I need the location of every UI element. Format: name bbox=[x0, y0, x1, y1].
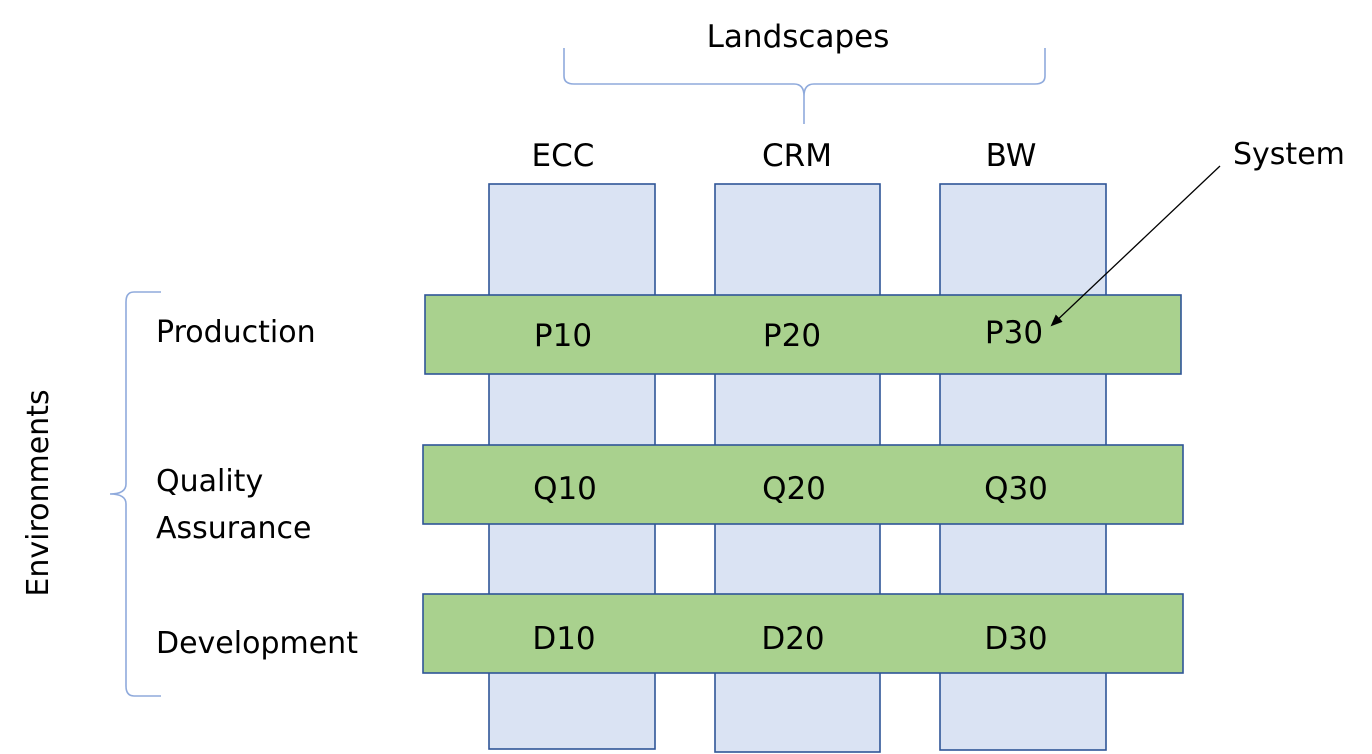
system-q30: Q30 bbox=[984, 471, 1048, 507]
environment-label-assurance: Assurance bbox=[156, 511, 311, 546]
environment-row-development bbox=[422, 593, 1184, 674]
landscape-header-bw: BW bbox=[986, 138, 1037, 174]
system-p10: P10 bbox=[534, 318, 592, 354]
landscapes-title: Landscapes bbox=[707, 19, 890, 55]
landscapes-brace bbox=[563, 48, 1046, 124]
system-callout-arrow bbox=[1050, 165, 1221, 327]
system-d10: D10 bbox=[532, 621, 595, 657]
environments-title: Environments bbox=[21, 389, 56, 596]
system-p30: P30 bbox=[985, 315, 1043, 351]
environments-brace bbox=[109, 291, 161, 697]
system-callout-label: System bbox=[1233, 137, 1345, 172]
system-d20: D20 bbox=[761, 621, 824, 657]
environment-label-quality: Quality bbox=[156, 464, 263, 499]
environment-row-production bbox=[424, 294, 1182, 375]
system-q10: Q10 bbox=[533, 471, 597, 507]
system-d30: D30 bbox=[984, 621, 1047, 657]
environment-row-quality bbox=[422, 444, 1184, 525]
environment-label-production: Production bbox=[156, 315, 316, 350]
system-q20: Q20 bbox=[762, 471, 826, 507]
landscape-header-ecc: ECC bbox=[532, 138, 595, 174]
system-p20: P20 bbox=[763, 318, 821, 354]
environment-label-development: Development bbox=[156, 626, 358, 661]
landscape-header-crm: CRM bbox=[762, 138, 832, 174]
